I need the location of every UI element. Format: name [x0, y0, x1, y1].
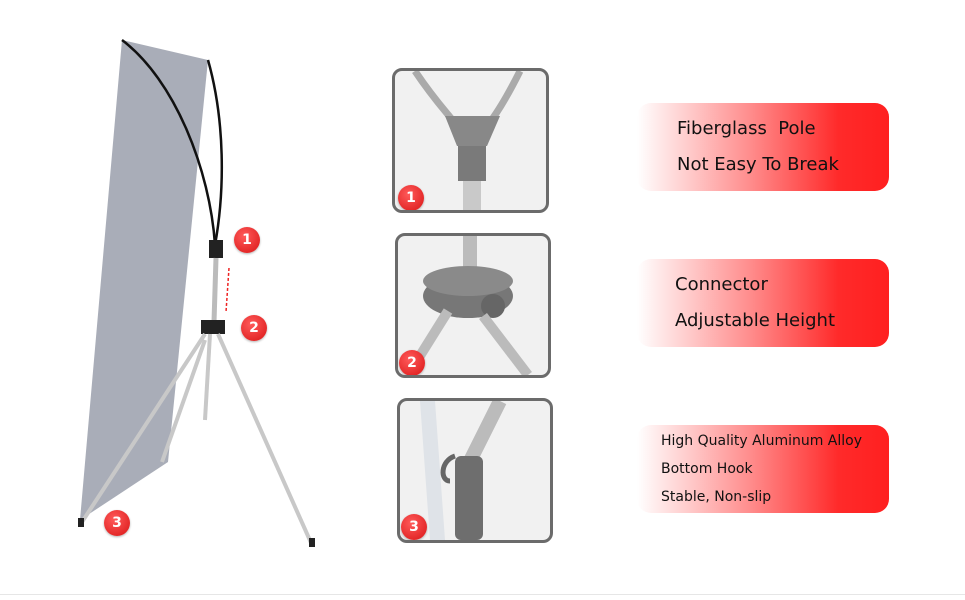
x-banner-stand-illustration	[78, 39, 315, 547]
middle-connector	[201, 320, 225, 334]
panel-badge-3: 3	[401, 514, 427, 540]
top-connector-closeup	[412, 71, 524, 210]
feature-line: Fiberglass Pole	[677, 118, 816, 139]
banner-sheet	[80, 40, 208, 520]
detail-panel-top-connector: 1	[392, 68, 549, 213]
fiberglass-pole-right	[206, 59, 224, 246]
feature-connector: Connector Adjustable Height	[637, 259, 889, 347]
feature-line: Stable, Non-slip	[661, 489, 772, 505]
feature-line: Adjustable Height	[675, 310, 836, 331]
feature-line: Connector	[675, 274, 768, 295]
top-connector	[209, 240, 223, 258]
feature-line: High Quality Aluminum Alloy	[661, 433, 863, 449]
divider	[0, 594, 965, 595]
panel-badge-2: 2	[399, 350, 425, 375]
feature-fiberglass-pole: Fiberglass Pole Not Easy To Break	[637, 103, 889, 191]
fiberglass-pole-left	[121, 39, 217, 246]
callout-badge-2: 2	[241, 315, 267, 341]
callout-badge-3: 3	[104, 510, 130, 536]
feature-line: Not Easy To Break	[677, 154, 839, 175]
panel-badge-1: 1	[398, 185, 424, 210]
callout-badge-1: 1	[234, 227, 260, 253]
feature-line: Bottom Hook	[661, 461, 753, 477]
bottom-hook-closeup	[420, 401, 507, 540]
feature-aluminum-alloy: High Quality Aluminum Alloy Bottom Hook …	[637, 425, 889, 513]
middle-connector-closeup	[403, 236, 532, 375]
detail-panel-bottom-hook: 3	[397, 398, 553, 543]
detail-panel-middle-connector: 2	[395, 233, 551, 378]
height-arrow	[225, 267, 230, 313]
